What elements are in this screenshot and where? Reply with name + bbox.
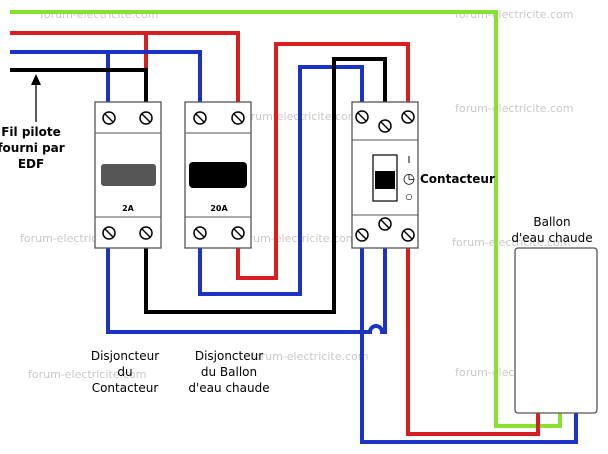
phase-supply-wire (10, 31, 240, 103)
wires (10, 10, 578, 444)
labels: Fil pilote fourni par EDF Contacteur Bal… (0, 125, 593, 395)
contactor-selector-handle (375, 171, 395, 189)
pilot-wire-input (10, 68, 148, 103)
fil-pilote-label: EDF (18, 157, 44, 171)
watermark: forum-electricite.com (28, 368, 147, 381)
neutral-to-coil-wire (106, 248, 387, 334)
ballon-label: Ballon (533, 215, 570, 229)
disjoncteur-contacteur-label: du (117, 365, 132, 379)
ballon-label: d'eau chaude (511, 231, 592, 245)
neutral-to-contactor-wire (198, 65, 364, 296)
contactor-mark-on: I (408, 155, 411, 166)
contactor-mark-off: ○ (406, 192, 413, 201)
disjoncteur-ballon-label: Disjoncteur (195, 349, 263, 363)
watermark: forum-electricite.com (250, 350, 369, 363)
breaker-20a: 20A (184, 101, 252, 249)
breaker-2a-rating: 2A (122, 204, 135, 213)
breaker-toggle (189, 162, 247, 188)
fil-pilote-label: Fil pilote (1, 125, 61, 139)
phase-to-contactor-wire (236, 42, 410, 280)
watermark: forum-electricite.com (238, 232, 357, 245)
watermark: forum-electricite.com (455, 8, 574, 21)
breaker-toggle (101, 164, 156, 186)
phase-to-heater-wire (406, 248, 540, 436)
watermark: forum-electricite.com (455, 102, 574, 115)
disjoncteur-contacteur-label: Disjoncteur (91, 349, 159, 363)
watermark: forum-electricite.com (452, 236, 571, 249)
neutral-supply-wire (10, 50, 202, 103)
breaker-2a: 2A (94, 101, 162, 249)
contactor-mark-auto: ◷ (403, 171, 415, 187)
disjoncteur-contacteur-label: Contacteur (92, 381, 159, 395)
pilot-to-coil-wire (144, 57, 387, 314)
disjoncteur-ballon-label: d'eau chaude (188, 381, 269, 395)
contacteur-label: Contacteur (420, 172, 495, 186)
disjoncteur-ballon-label: du Ballon (201, 365, 257, 379)
earth-wire (10, 10, 562, 428)
breaker-20a-rating: 20A (210, 204, 228, 213)
watermark: forum-electricite.com (40, 8, 159, 21)
water-heater (514, 247, 598, 414)
contactor: I ◷ ○ (351, 101, 419, 249)
neutral-to-heater-wire (360, 248, 578, 444)
pilot-arrow (31, 74, 41, 122)
fil-pilote-label: fourni par (0, 141, 65, 155)
